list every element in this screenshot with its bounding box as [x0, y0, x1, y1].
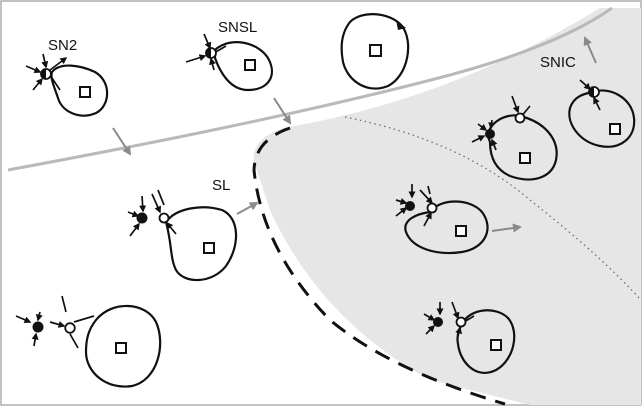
saddle-icon: [455, 316, 467, 328]
stable-node-icon: [405, 201, 415, 211]
transition-arrow-region: [491, 223, 522, 233]
transition-arrow-snic: [583, 36, 597, 64]
flow-arrow: [425, 324, 436, 335]
saddle-node-fill: [206, 48, 211, 58]
unstable-focus-icon: [609, 123, 621, 135]
saddle-icon: [64, 322, 76, 334]
flow-arrow: [488, 119, 496, 130]
flow-arrow: [395, 198, 408, 205]
flow-arrow: [31, 332, 39, 347]
limit-cycle: [340, 13, 410, 90]
portrait-snsl: [185, 33, 274, 92]
stable-node-icon: [433, 317, 443, 327]
stable-node-icon: [32, 321, 44, 333]
transition-arrow-sl: [236, 202, 259, 215]
homoclinic-orbit: [213, 41, 274, 92]
flow-arrow: [25, 65, 42, 74]
unstable-focus-icon: [115, 342, 127, 354]
flow-arrow: [477, 123, 488, 131]
portrait-bottom-left: [15, 295, 162, 388]
flow-arrow: [511, 95, 520, 114]
flow-arrow: [423, 211, 432, 227]
limit-cycle: [487, 114, 558, 181]
flow-arrow: [49, 57, 68, 71]
saddle-node-curve: [7, 6, 613, 172]
grey-parameter-region: [253, 8, 641, 405]
portrait-limit-cycle-top: [340, 13, 410, 90]
flow-arrow: [41, 53, 49, 69]
limit-cycle: [164, 206, 238, 282]
flow-arrow: [139, 195, 147, 213]
flow-arrow: [69, 333, 79, 349]
flow-arrow: [203, 33, 212, 50]
label-snic: SNIC: [540, 54, 576, 71]
unstable-focus-icon: [490, 339, 502, 351]
unstable-focus-icon: [203, 242, 215, 254]
flow-arrow: [490, 138, 498, 151]
portrait-region-lower: [423, 301, 516, 374]
flow-arrow: [166, 221, 177, 235]
unstable-focus-icon: [519, 152, 531, 164]
limit-cycle: [84, 304, 162, 388]
saddle-loop-curve: [252, 126, 506, 406]
flow-arrow: [51, 77, 61, 91]
flow-arrow: [61, 295, 67, 313]
stable-node-icon: [136, 212, 148, 224]
snic-orbit: [568, 89, 636, 148]
saddle-icon: [426, 202, 438, 214]
flow-arrow: [419, 189, 434, 205]
limit-cycle: [456, 309, 516, 374]
flow-arrow: [127, 210, 140, 218]
label-snsl: SNSL: [218, 19, 257, 36]
flow-arrow: [395, 207, 408, 217]
unstable-focus-icon: [455, 225, 467, 237]
flow-arrow: [49, 321, 66, 328]
portrait-snic: [568, 79, 636, 148]
flow-arrow: [579, 79, 592, 91]
flow-arrow: [157, 189, 165, 206]
portrait-sn2: [25, 53, 109, 117]
unstable-focus-icon: [369, 44, 382, 57]
flow-arrow: [15, 315, 32, 324]
dotted-curve: [344, 116, 642, 301]
flow-arrow: [427, 185, 431, 195]
saddle-node-fill: [41, 69, 46, 79]
flow-arrow: [209, 57, 216, 71]
portrait-region-upper: [471, 95, 558, 181]
flow-arrow: [423, 313, 436, 321]
label-sn2: SN2: [48, 37, 77, 54]
saddle-icon: [158, 212, 170, 224]
periodic-orbit: [50, 64, 109, 117]
limit-cycle: [404, 200, 489, 255]
flow-arrow: [73, 315, 95, 323]
saddle-icon: [514, 112, 526, 124]
saddle-node-fill: [589, 87, 594, 97]
unstable-focus-icon: [79, 86, 91, 98]
flow-arrow: [185, 54, 207, 63]
flow-arrow: [151, 193, 161, 214]
flow-arrow: [593, 96, 601, 111]
flow-arrow: [471, 135, 486, 143]
flow-arrow: [455, 326, 463, 337]
label-sl: SL: [212, 177, 230, 194]
portrait-left-middle: [127, 189, 238, 282]
flow-arrow: [35, 311, 43, 322]
unstable-focus-icon: [244, 59, 256, 71]
flow-arrow: [129, 222, 140, 237]
transition-arrow-sn2: [112, 127, 132, 156]
orbit-direction-arrow: [396, 20, 406, 30]
flow-arrow: [451, 301, 460, 320]
transition-arrow-snsl: [273, 97, 292, 125]
flow-arrow: [32, 77, 43, 91]
portrait-region-middle: [395, 184, 489, 255]
stable-node-icon: [485, 129, 495, 139]
